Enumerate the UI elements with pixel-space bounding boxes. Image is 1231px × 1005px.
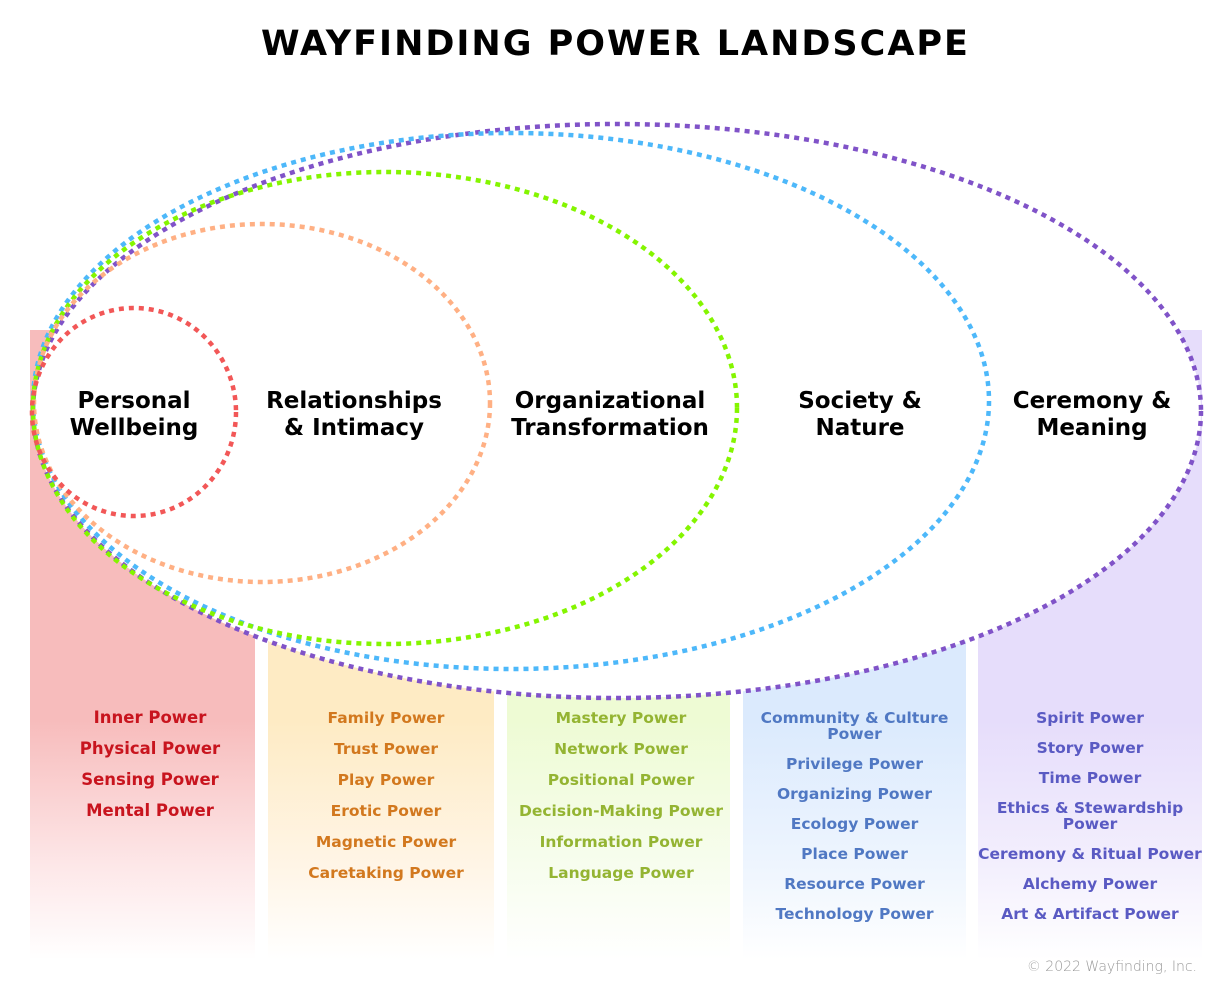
power-item: Alchemy Power [1022, 875, 1158, 893]
ring-personal-wellbeing [29, 305, 239, 519]
power-item: Play Power [337, 771, 435, 789]
power-item: Ceremony & Ritual Power [978, 845, 1202, 863]
ring-ceremony-meaning [30, 121, 1204, 701]
diagram-title: WAYFINDING POWER LANDSCAPE [261, 24, 970, 64]
power-item: Inner Power [93, 708, 207, 727]
power-item: Story Power [1036, 739, 1144, 757]
power-item: Information Power [539, 833, 703, 851]
power-item: Art & Artifact Power [1001, 905, 1179, 923]
power-item: Mastery Power [555, 709, 687, 727]
power-item: Network Power [554, 740, 688, 758]
power-item: Technology Power [775, 905, 934, 923]
power-item: Language Power [548, 864, 694, 882]
domain-label-organizational: Organizational Transformation [505, 388, 715, 442]
power-item: Family Power [327, 709, 445, 727]
domain-label-society: Society & Nature [770, 388, 950, 442]
label-line: Wellbeing [69, 415, 199, 441]
power-item: Caretaking Power [308, 864, 464, 882]
power-item: Spirit Power [1036, 709, 1144, 727]
power-item: Resource Power [784, 875, 925, 893]
power-item: Trust Power [333, 740, 439, 758]
power-item: Positional Power [547, 771, 695, 789]
power-item: Physical Power [79, 739, 221, 758]
power-item: Organizing Power [776, 785, 933, 803]
domain-label-personal: Personal Wellbeing [44, 388, 224, 442]
ring-organizational-transformation [30, 169, 740, 647]
power-item: Community & Culture Power [760, 709, 949, 743]
power-item: Sensing Power [81, 770, 219, 789]
copyright-notice: © 2022 Wayfinding, Inc. [1026, 959, 1197, 975]
domain-label-ceremony: Ceremony & Meaning [1002, 388, 1182, 442]
label-line: Nature [815, 415, 905, 441]
label-line: Society & [798, 388, 922, 414]
label-line: Transformation [511, 415, 709, 441]
power-item: Place Power [801, 845, 908, 863]
power-item: Erotic Power [330, 802, 442, 820]
label-line: Personal [77, 388, 191, 414]
power-item: Mental Power [86, 801, 214, 820]
label-line: & Intimacy [284, 415, 424, 441]
power-item: Ecology Power [790, 815, 919, 833]
power-item: Decision-Making Power [518, 802, 724, 820]
label-line: Organizational [514, 388, 706, 414]
label-line: Ceremony & [1012, 388, 1172, 414]
label-line: Relationships [266, 388, 442, 414]
power-item: Ethics & Stewardship Power [996, 799, 1184, 833]
power-item: Privilege Power [785, 755, 924, 773]
label-line: Meaning [1036, 415, 1148, 441]
power-item: Magnetic Power [315, 833, 457, 851]
domain-label-relationships: Relationships & Intimacy [254, 388, 454, 442]
ring-fill [33, 124, 1201, 698]
power-item: Time Power [1038, 769, 1142, 787]
